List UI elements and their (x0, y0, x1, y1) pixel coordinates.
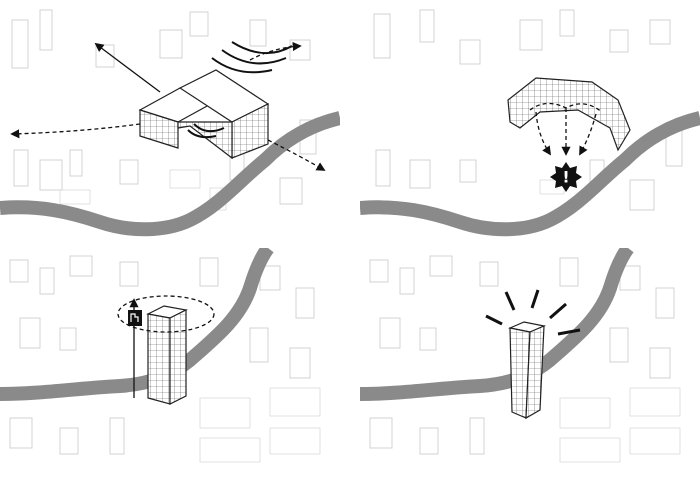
alert-burst-icon: ! (550, 162, 582, 192)
river (360, 248, 634, 401)
alert-arrows (529, 102, 603, 156)
panel-canopy-alert: ! (360, 0, 700, 238)
panel-vertical-tower-access (0, 248, 340, 486)
context-buildings (373, 9, 683, 211)
orbit-ring (117, 295, 215, 333)
context-buildings (11, 9, 317, 211)
river (360, 111, 700, 237)
context-buildings (369, 255, 681, 463)
panel-signal-broadcast (0, 0, 340, 238)
alert-glyph: ! (562, 168, 569, 187)
radiance-lines-icon (485, 289, 581, 336)
river (0, 248, 274, 401)
tall-tower (146, 305, 188, 405)
context-buildings (9, 255, 321, 463)
panel-tower-radiance (360, 248, 700, 486)
tall-tower (507, 321, 547, 420)
canopy-structure (507, 77, 631, 152)
broadcast-arrows (10, 41, 326, 171)
l-shaped-building (138, 69, 270, 160)
signal-waves-icon (187, 41, 293, 139)
river (0, 111, 340, 237)
access-box-icon (128, 310, 142, 326)
